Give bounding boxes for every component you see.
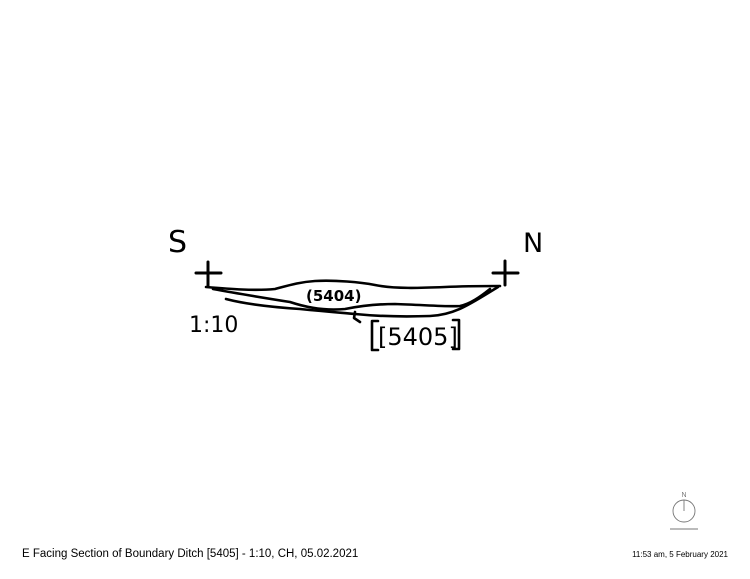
cut-leader-line [352,310,362,324]
cut-context-label: [5405] [378,323,458,351]
scale-label: 1:10 [189,313,238,338]
fill-layer-line [211,287,492,311]
cut-base-line [224,285,500,318]
cut-label-brackets [370,318,461,352]
drawing-caption: E Facing Section of Boundary Ditch [5405… [22,548,359,560]
north-datum-cross [491,259,520,287]
north-label: N [523,228,543,259]
drawing-timestamp: 11:53 am, 5 February 2021 [632,550,728,559]
south-datum-cross [194,260,223,288]
north-arrow-compass: N [670,492,698,530]
south-label: S [168,225,187,260]
ditch-profile [204,279,502,324]
ground-surface-line [204,279,502,292]
fill-context-label: (5404) [306,287,361,305]
compass-north-label: N [681,492,686,499]
